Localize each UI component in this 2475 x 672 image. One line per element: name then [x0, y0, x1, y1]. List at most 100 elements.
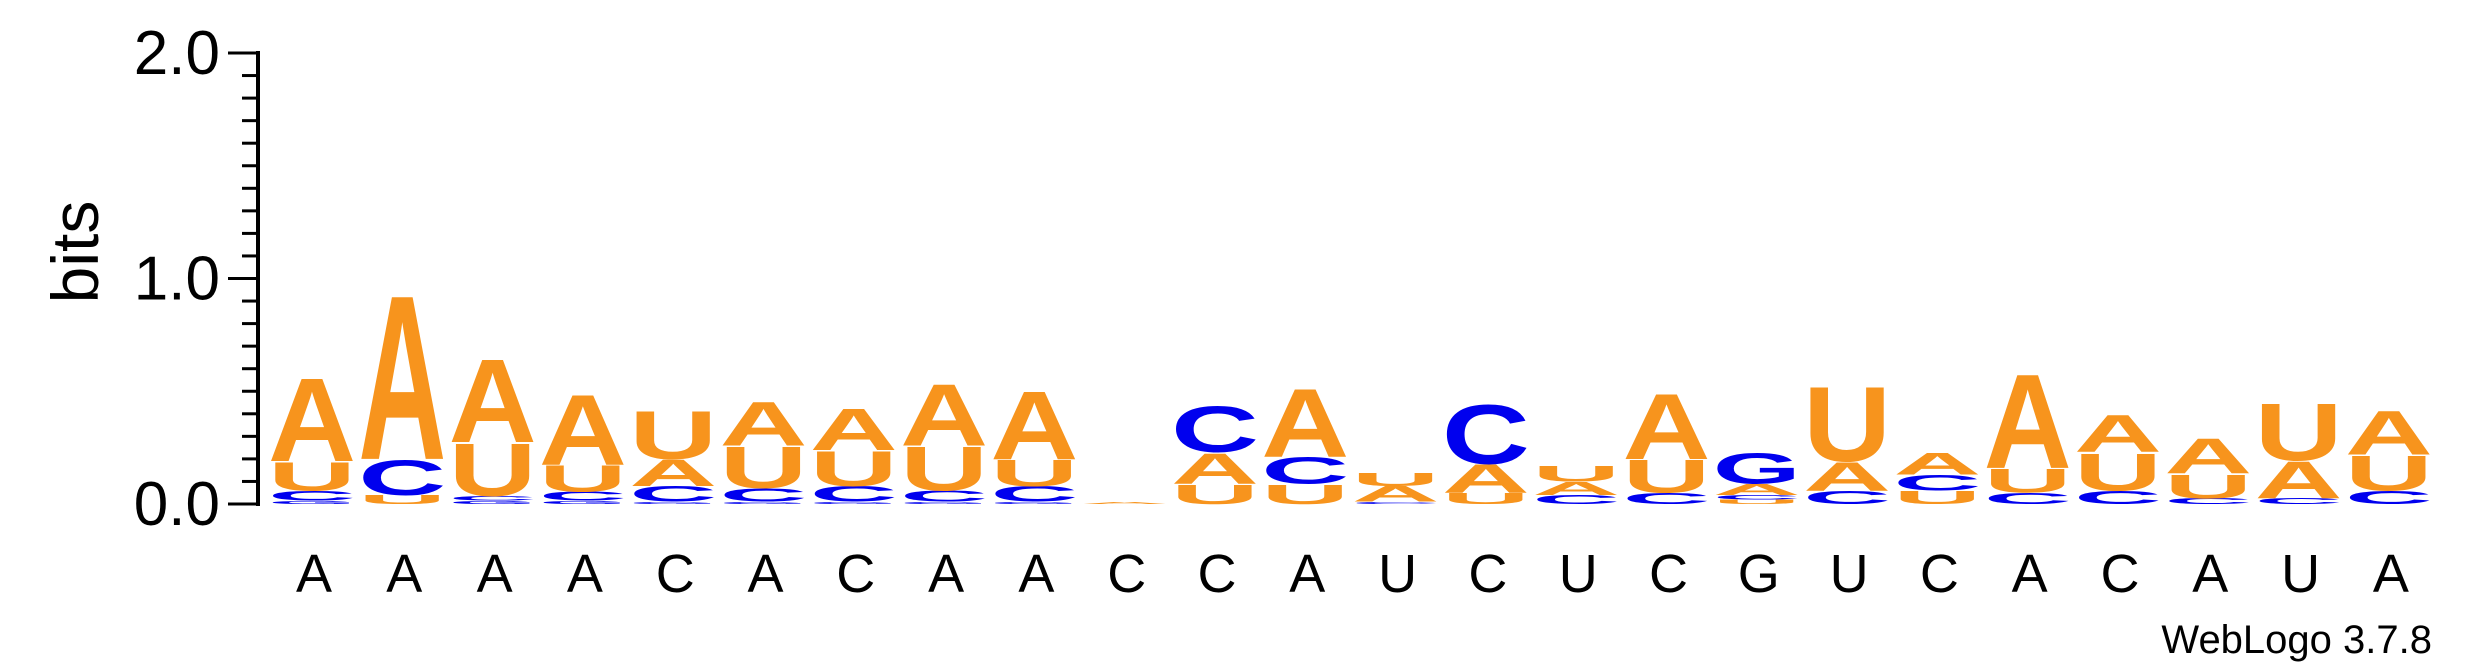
logo-letter-A: A [810, 397, 898, 463]
logo-letter-U: U [1261, 479, 1349, 511]
logo-letter-A: A [1352, 482, 1440, 507]
y-tick-label: 0.0 [134, 470, 220, 539]
logo-letter-U: U [810, 441, 898, 497]
logo-letter-A: A [1171, 444, 1259, 493]
logo-letter-C: C [810, 482, 898, 507]
x-tick-label: A [1018, 544, 1054, 604]
weblogo-credit: WebLogo 3.7.8 [2161, 618, 2432, 662]
logo-letter-C: C [720, 485, 808, 506]
logo-letter-C: C [1532, 493, 1620, 507]
logo-letter-U: U [720, 435, 808, 501]
x-tick-label: C [836, 544, 875, 604]
logo-letter-U: U [2164, 467, 2252, 505]
logo-letter-A: A [1442, 456, 1530, 501]
x-tick-label: U [1559, 544, 1598, 604]
logo-letter-C: C [449, 495, 537, 502]
x-tick-label: C [1198, 544, 1237, 604]
x-tick-label: C [2101, 544, 2140, 604]
logo-letter-A: A [720, 388, 808, 458]
logo-letter-A: A [1532, 478, 1620, 499]
x-tick-label: A [1289, 544, 1325, 604]
logo-letter-G: G [539, 500, 627, 505]
logo-letter-U: U [1984, 462, 2072, 500]
x-tick-label: C [1468, 544, 1507, 604]
x-tick-label: A [567, 544, 603, 604]
logo-letter-C: C [1352, 501, 1440, 504]
logo-letter-A: A [539, 374, 627, 486]
logo-letter-C: C [268, 488, 356, 504]
x-tick-label: A [928, 544, 964, 604]
logo-letter-A: A [2074, 404, 2162, 463]
logo-letter-G: G [720, 501, 808, 504]
logo-letter-U: U [2345, 445, 2433, 501]
y-axis-label: bits [38, 201, 112, 304]
logo-letter-G: G [810, 501, 898, 504]
logo-letter-C: C [2345, 487, 2433, 508]
logo-letter-U: U [268, 454, 356, 499]
logo-letter-A: A [268, 353, 356, 486]
logo-letter-C: C [1893, 471, 1981, 496]
x-tick-label: A [2373, 544, 2409, 604]
logo-letter-C: C [1261, 450, 1349, 492]
logo-letter-G: G [449, 500, 537, 505]
logo-letter-C: C [1442, 388, 1530, 482]
logo-letter-C: C [900, 488, 988, 505]
logo-letter-U: U [1352, 469, 1440, 490]
x-tick-label: A [296, 544, 332, 604]
logo-letter-G: G [268, 500, 356, 505]
logo-letter-U: U [358, 493, 446, 507]
logo-letter-A: A [1803, 454, 1891, 499]
y-axis: 0.0 1.0 2.0 [134, 19, 260, 539]
logo-letter-A: A [2345, 397, 2433, 467]
x-tick-label: C [656, 544, 695, 604]
y-tick-label: 2.0 [134, 19, 220, 88]
logo-letter-C: C [358, 450, 446, 506]
logo-letter-A: A [449, 334, 537, 467]
logo-letter-C: C [1623, 490, 1711, 507]
x-tick-label: C [1649, 544, 1688, 604]
logo-letter-C: C [1713, 494, 1801, 501]
logo-letter-C: C [2255, 497, 2343, 506]
logo-letter-U: U [1623, 450, 1711, 503]
logo-letter-A: A [1713, 481, 1801, 498]
logo-letter-C: C [629, 482, 717, 507]
logo-letter-C: C [1803, 487, 1891, 508]
logo-letter-U: U [1803, 365, 1891, 484]
logo-letter-U: U [1532, 462, 1620, 487]
logo-letter-A: A [900, 367, 988, 464]
x-tick-label: A [477, 544, 513, 604]
logo-letter-A: A [1261, 369, 1349, 477]
logo-letter-U: U [449, 429, 537, 513]
logo-letter-U: U [629, 396, 717, 473]
logo-letter-C: C [539, 489, 627, 503]
logo-letter-C: C [1171, 392, 1259, 466]
logo-letter-A: A [990, 372, 1078, 480]
logo-letter-A: A [2255, 450, 2343, 509]
logo-letter-A: A [1623, 375, 1711, 479]
x-tick-label: U [1830, 544, 1869, 604]
x-tick-label: A [747, 544, 783, 604]
logo-letter-A: A [1081, 501, 1169, 504]
x-tick-label: A [386, 544, 422, 604]
logo-letter-C: C [1984, 490, 2072, 507]
x-tick-label: U [2281, 544, 2320, 604]
logo-letter-U: U [1893, 487, 1981, 508]
logo-letter-C: C [990, 482, 1078, 507]
logo-letter-U: U [539, 458, 627, 500]
logo-letter-A: A [1893, 446, 1981, 481]
logo-letter-G: G [990, 501, 1078, 504]
logo-letter-G: G [629, 501, 717, 504]
logo-letter-C: C [2074, 487, 2162, 508]
x-tick-label: C [1107, 544, 1146, 604]
logo-letter-U: U [900, 434, 988, 504]
y-tick-label: 1.0 [134, 245, 220, 314]
x-tick-label: A [2012, 544, 2048, 604]
logo-letter-G: G [1713, 444, 1801, 493]
logo-letter-A: A [1984, 347, 2072, 497]
logo-letter-C: C [2164, 497, 2252, 506]
logo-letter-G: G [900, 501, 988, 504]
